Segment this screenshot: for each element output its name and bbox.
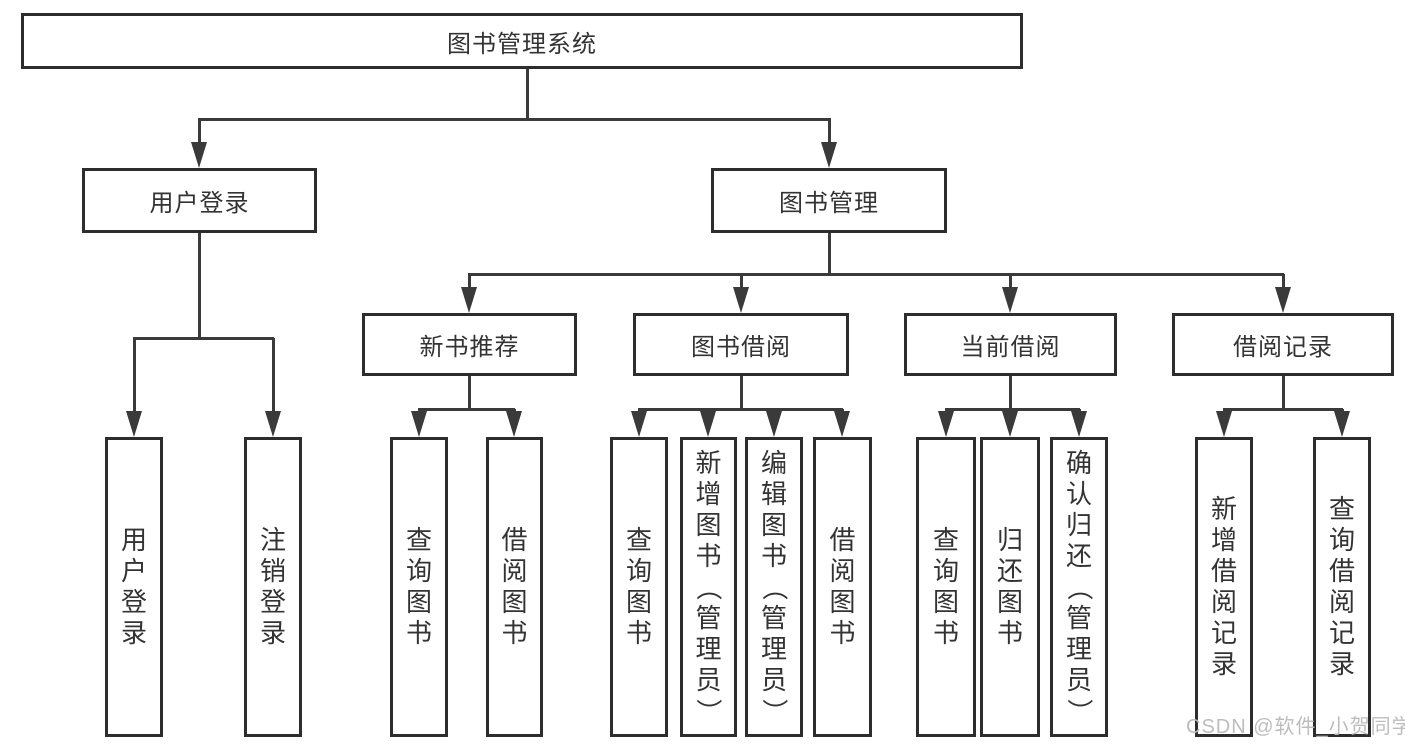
connector-line — [198, 117, 831, 121]
connector-line — [945, 407, 1080, 411]
arrow-down-icon — [506, 411, 522, 437]
node-book-management: 图书管理 — [711, 168, 947, 233]
node-user-login: 用户登录 — [82, 168, 317, 233]
connector-line — [638, 407, 843, 411]
arrow-down-icon — [1216, 411, 1232, 437]
arrow-down-icon — [938, 411, 954, 437]
arrow-down-icon — [411, 411, 427, 437]
arrow-down-icon — [1334, 411, 1350, 437]
node-borrowing-records: 借阅记录 — [1172, 313, 1394, 376]
connector-line — [197, 119, 201, 144]
leaf-query-borrow-record: 查询借阅记录 — [1313, 437, 1371, 737]
connector-line — [468, 272, 1284, 276]
watermark: CSDN @软件_小贺同学 — [1186, 716, 1405, 738]
connector-line — [197, 233, 201, 339]
arrow-down-icon — [1071, 411, 1087, 437]
arrow-down-icon — [126, 411, 142, 437]
leaf-query-books-recommend: 查询图书 — [390, 437, 448, 737]
leaf-borrow-books-borrowing: 借阅图书 — [813, 437, 872, 737]
arrow-down-icon — [191, 142, 207, 168]
connector-line — [739, 274, 743, 289]
connector-line — [1281, 376, 1285, 410]
arrow-down-icon — [1002, 411, 1018, 437]
connector-line — [1008, 274, 1012, 289]
arrow-down-icon — [1275, 287, 1291, 313]
node-book-borrowing: 图书借阅 — [633, 313, 849, 376]
arrow-down-icon — [733, 287, 749, 313]
connector-line — [133, 336, 274, 340]
connector-line — [1281, 274, 1285, 289]
leaf-add-borrow-record: 新增借阅记录 — [1195, 437, 1253, 737]
node-library-management-system: 图书管理系统 — [21, 13, 1023, 69]
connector-line — [739, 376, 743, 410]
arrow-down-icon — [766, 411, 782, 437]
leaf-logout: 注销登录 — [244, 437, 302, 737]
arrow-down-icon — [700, 411, 716, 437]
connector-line — [1008, 376, 1012, 410]
connector-line — [525, 69, 529, 120]
connector-line — [467, 376, 471, 410]
connector-line — [827, 119, 831, 144]
leaf-query-books-current: 查询图书 — [916, 437, 976, 737]
connector-line — [467, 274, 471, 289]
connector-line — [418, 407, 515, 411]
leaf-query-books-borrowing: 查询图书 — [610, 437, 668, 737]
node-current-borrowing: 当前借阅 — [904, 313, 1117, 376]
leaf-confirm-return-admin: 确认归还（管理员） — [1050, 437, 1108, 737]
leaf-return-books: 归还图书 — [980, 437, 1040, 737]
node-new-book-recommendation: 新书推荐 — [362, 313, 577, 376]
connector-line — [1223, 407, 1343, 411]
leaf-edit-book-admin: 编辑图书（管理员） — [745, 437, 803, 737]
arrow-down-icon — [631, 411, 647, 437]
arrow-down-icon — [461, 287, 477, 313]
connector-line — [271, 338, 275, 413]
arrow-down-icon — [265, 411, 281, 437]
arrow-down-icon — [821, 142, 837, 168]
arrow-down-icon — [1002, 287, 1018, 313]
leaf-add-book-admin: 新增图书（管理员） — [680, 437, 737, 737]
arrow-down-icon — [834, 411, 850, 437]
leaf-user-login: 用户登录 — [105, 437, 163, 737]
connector-line — [132, 338, 136, 413]
leaf-borrow-books-recommend: 借阅图书 — [486, 437, 543, 737]
connector-line — [827, 233, 831, 275]
